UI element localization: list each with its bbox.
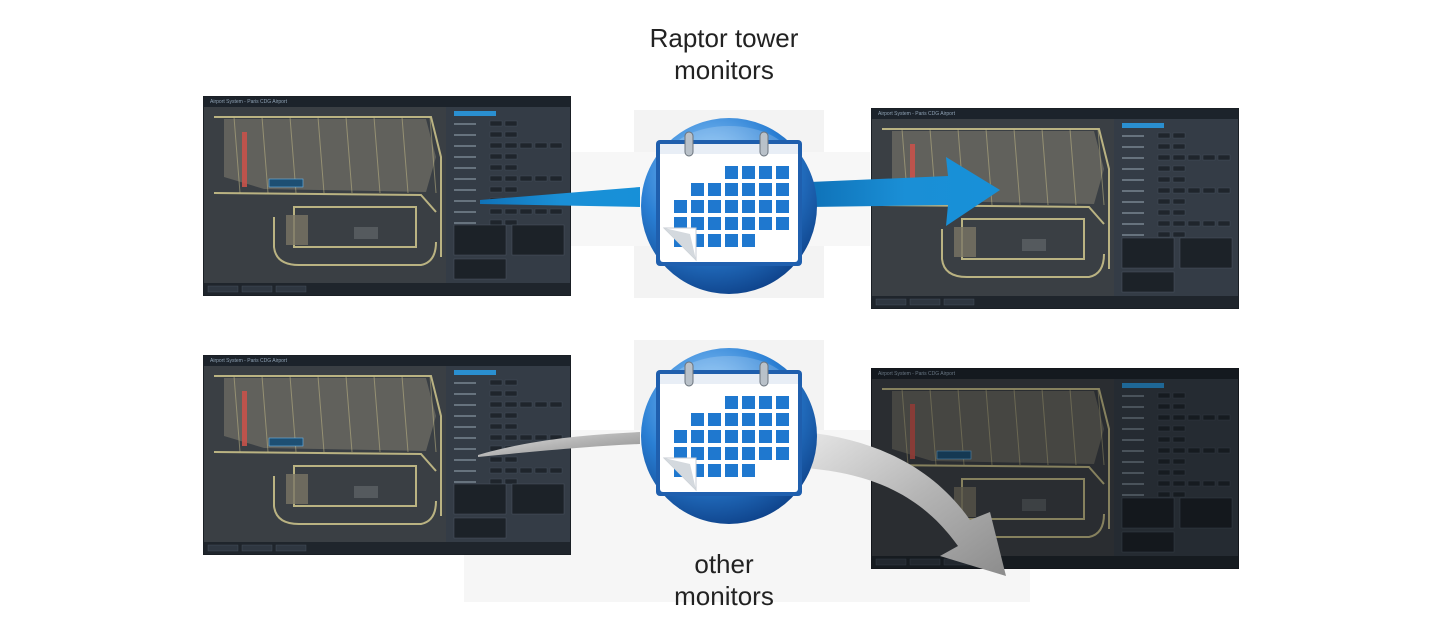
calendar-icon bbox=[641, 348, 817, 524]
airport-map bbox=[204, 107, 570, 295]
screen-titlebar: Airport System - Paris CDG Airport bbox=[204, 356, 570, 366]
screen-titlebar: Airport System - Paris CDG Airport bbox=[872, 369, 1238, 379]
caption-bottom-line-1: other bbox=[694, 549, 754, 579]
calendar-icon bbox=[641, 118, 817, 294]
screen-source-top: Airport System - Paris CDG Airport bbox=[203, 96, 571, 296]
screen-target-top: Airport System - Paris CDG Airport bbox=[871, 108, 1239, 309]
blue-arrow-head bbox=[810, 157, 1000, 226]
caption-top-line-1: Raptor tower bbox=[649, 23, 799, 53]
airport-map bbox=[872, 119, 1238, 308]
caption-other-monitors: other monitors bbox=[604, 548, 844, 612]
blue-arrow bbox=[480, 187, 640, 207]
caption-top-line-2: monitors bbox=[674, 55, 774, 85]
screen-titlebar: Airport System - Paris CDG Airport bbox=[204, 97, 570, 107]
caption-bottom-line-2: monitors bbox=[674, 581, 774, 611]
calendar-icon-top bbox=[634, 110, 824, 300]
caption-raptor-tower-monitors: Raptor tower monitors bbox=[604, 22, 844, 86]
calendar-icon-bottom bbox=[634, 340, 824, 530]
gray-arrow-tail bbox=[478, 432, 640, 457]
gray-arrow-body bbox=[805, 432, 1006, 576]
screen-titlebar: Airport System - Paris CDG Airport bbox=[872, 109, 1238, 119]
